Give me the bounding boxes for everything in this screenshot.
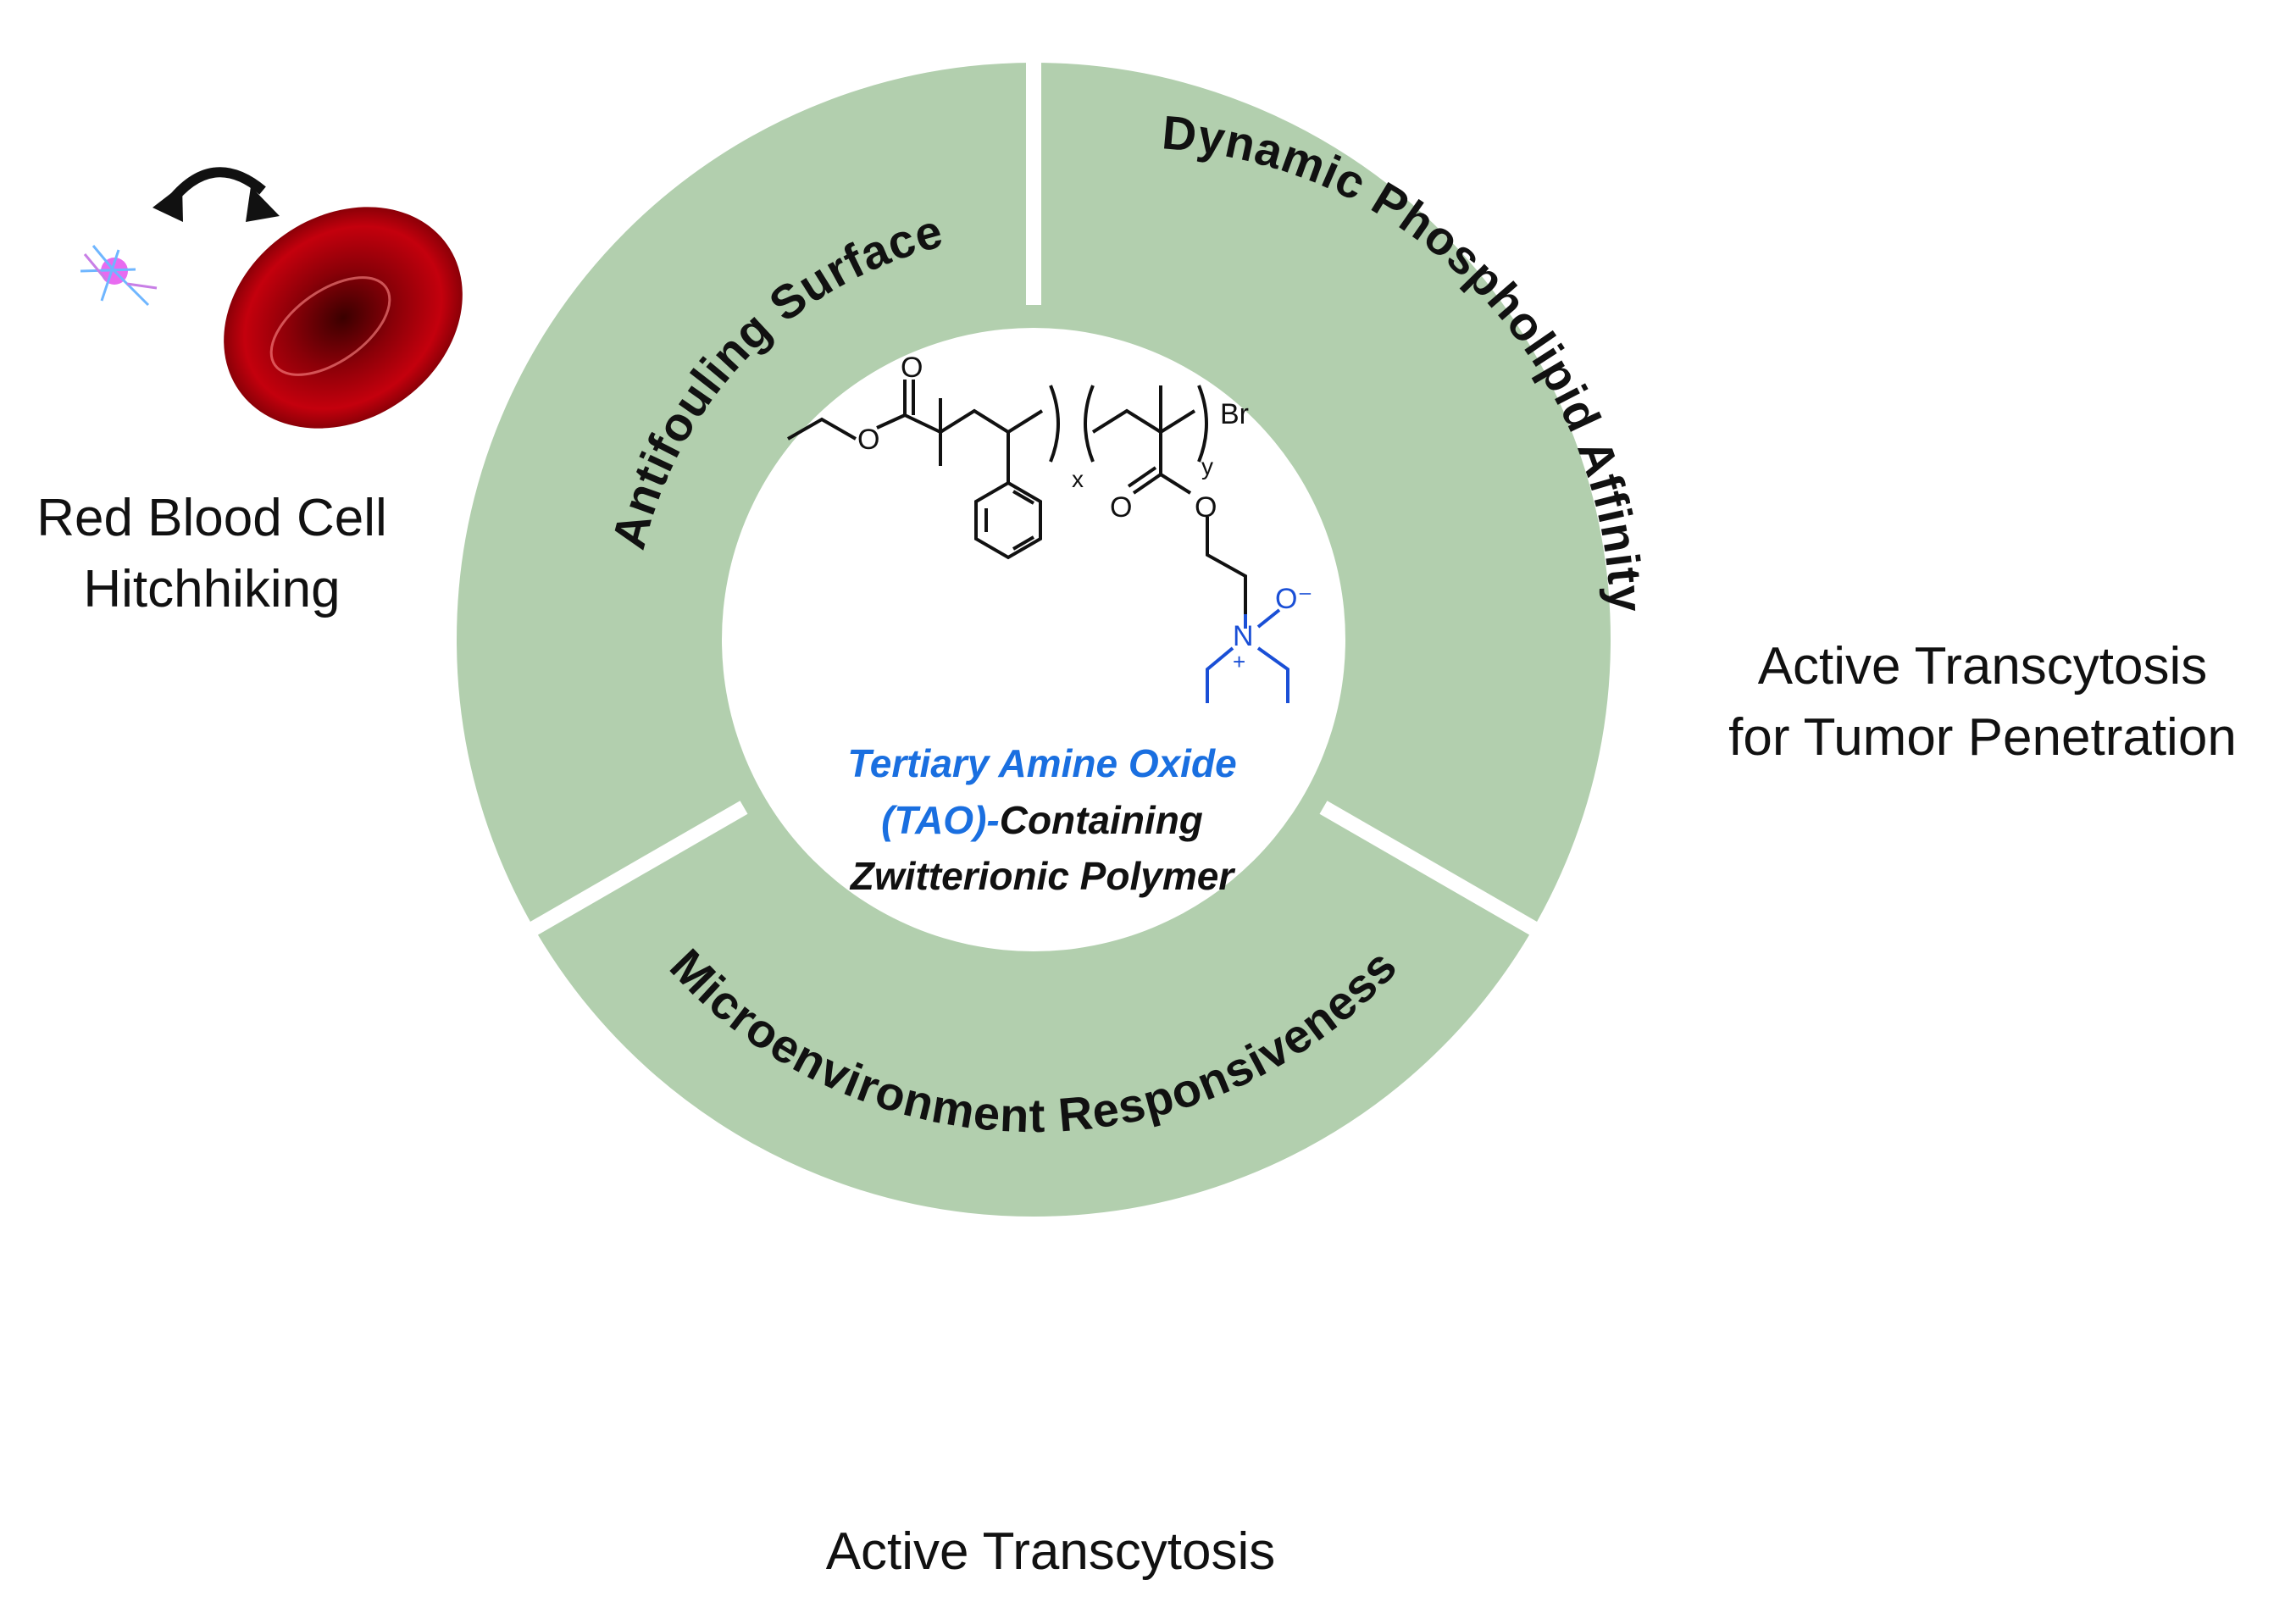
transcytosis-label-text: Active Transcytosis bbox=[825, 1522, 1276, 1581]
atom-o-carbonyl: O bbox=[901, 352, 923, 384]
rbc-label-line-2: Hitchhiking bbox=[83, 559, 341, 618]
red-blood-cell bbox=[224, 207, 463, 429]
rbc-illustration bbox=[80, 167, 463, 429]
carbonyl-bond-d bbox=[1127, 466, 1157, 488]
bracket-y-open bbox=[1084, 385, 1095, 463]
phenyl-double-2 bbox=[1012, 535, 1035, 551]
n-ethyl-left bbox=[1206, 646, 1234, 703]
atom-o-minus: O⁻ bbox=[1275, 583, 1312, 615]
exchange-arrow-head-left bbox=[153, 185, 183, 222]
atom-o-ester: O bbox=[857, 424, 879, 456]
ring-divider-right bbox=[1319, 801, 1544, 939]
ethylene-linker bbox=[1206, 517, 1247, 614]
bracket-y-close bbox=[1197, 385, 1208, 463]
n-o-bond bbox=[1256, 608, 1281, 629]
methacrylate-backbone bbox=[1091, 408, 1196, 435]
tumor-label: Active Transcytosis for Tumor Penetratio… bbox=[1686, 631, 2279, 773]
charge-plus: + bbox=[1233, 649, 1245, 674]
n-ethyl-right bbox=[1256, 646, 1289, 703]
rbc-label: Red Blood Cell Hitchhiking bbox=[0, 483, 424, 624]
atom-o-ester-2: O bbox=[1195, 491, 1217, 524]
phenyl-double-3 bbox=[1012, 490, 1035, 505]
atom-o-carbonyl-2: O bbox=[1110, 491, 1132, 524]
caption-line-3: Zwitterionic Polymer bbox=[850, 854, 1234, 899]
phenyl-ring bbox=[974, 480, 1042, 560]
exchange-arrow-curve bbox=[165, 167, 266, 207]
exchange-arrow-head-right bbox=[246, 186, 280, 222]
nanoparticle-icon bbox=[80, 245, 158, 307]
polymer-structure bbox=[787, 380, 1289, 703]
ring-dividers bbox=[524, 55, 1544, 939]
subscript-x: x bbox=[1072, 466, 1084, 492]
rbc-highlight bbox=[269, 276, 391, 376]
styrene-backbone bbox=[939, 408, 1044, 435]
center-caption: Tertiary Amine Oxide (TAO)-Containing Zw… bbox=[763, 735, 1322, 905]
caption-line-1: Tertiary Amine Oxide bbox=[847, 741, 1237, 785]
ethyl-chain bbox=[787, 417, 857, 441]
atom-n: N bbox=[1233, 620, 1254, 652]
tumor-label-line-2: for Tumor Penetration bbox=[1728, 707, 2237, 767]
subscript-y: y bbox=[1201, 453, 1213, 479]
carbonyl-bond-c bbox=[1132, 473, 1162, 495]
tumor-label-line-1: Active Transcytosis bbox=[1757, 637, 2208, 696]
rbc-label-line-1: Red Blood Cell bbox=[36, 489, 387, 547]
caption-tao: (TAO)- bbox=[881, 797, 1000, 842]
bracket-x-close bbox=[1049, 385, 1060, 463]
quaternary-bond bbox=[904, 413, 941, 434]
ring-inner-disc bbox=[722, 328, 1345, 951]
ring-divider-left bbox=[524, 801, 748, 939]
caption-containing: Containing bbox=[999, 797, 1203, 842]
feature-ring: Antifouling Surface Dynamic Phospholipid… bbox=[457, 55, 1653, 1217]
ester-o-link bbox=[1159, 473, 1192, 495]
ester-o-bond bbox=[876, 413, 906, 430]
structure-atoms: O O x y Br O O N + O⁻ bbox=[857, 352, 1312, 674]
caption-line-2: (TAO)-Containing bbox=[763, 792, 1322, 849]
atom-br: Br bbox=[1220, 398, 1249, 430]
transcytosis-label: Active Transcytosis bbox=[754, 1516, 1347, 1588]
